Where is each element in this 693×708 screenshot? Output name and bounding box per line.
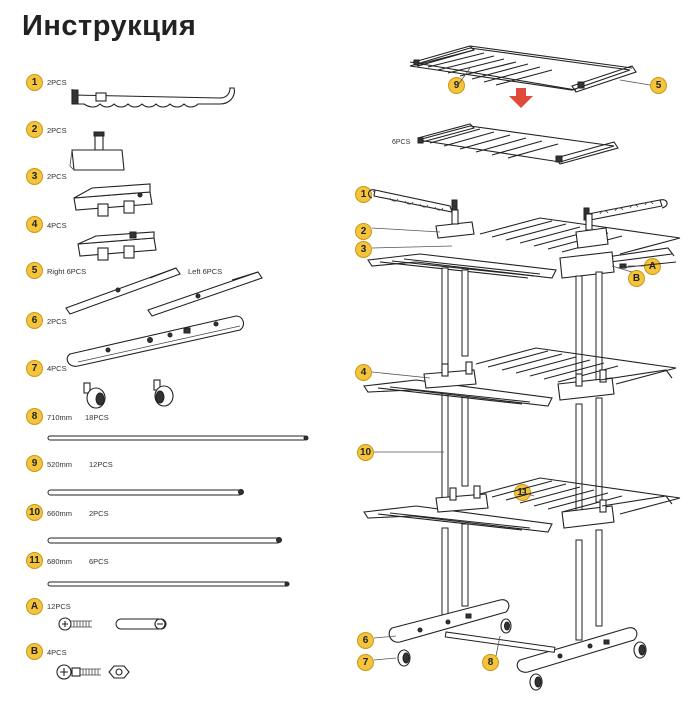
part-badge-3: 3 (26, 168, 43, 185)
page-title: Инструкция (22, 10, 197, 42)
part-10-rod (47, 537, 282, 544)
part-3-clamp-bracket (73, 183, 153, 217)
part-badge-9: 9 (26, 455, 43, 472)
part-qty-B: 4PCS (47, 648, 67, 657)
callout-6: 6 (357, 632, 374, 649)
part-length-10: 660mm (47, 509, 73, 518)
part-2-knob-block (69, 131, 125, 171)
middle-tier (363, 347, 677, 407)
part-length-8: 710mm (47, 413, 73, 422)
part-5-right-arm (65, 267, 181, 315)
part-qty-A: 12PCS (47, 602, 71, 611)
part-badge-6: 6 (26, 312, 43, 329)
part-7-caster-wheels (83, 379, 174, 409)
vertical-poles (441, 267, 603, 641)
base-casters (397, 618, 647, 691)
part-A-screw-sleeve (58, 617, 167, 631)
part-11-rod (47, 581, 290, 587)
callout-5: 5 (650, 77, 667, 94)
callout-B: B (628, 270, 645, 287)
part-qty-5-left: Left 6PCS (188, 267, 223, 276)
callout-4: 4 (355, 364, 372, 381)
part-4-mid-bracket (77, 231, 157, 261)
part-length-11: 680mm (47, 557, 73, 566)
callout-2: 2 (355, 223, 372, 240)
part-badge-8: 8 (26, 408, 43, 425)
shelf-piece (416, 123, 619, 165)
part-badge-2: 2 (26, 121, 43, 138)
part-qty-10: 2PCS (89, 509, 109, 518)
part-1-hanger-bar (71, 87, 235, 108)
part-qty-9: 12PCS (89, 460, 113, 469)
part-qty-8: 18PCS (85, 413, 109, 422)
base-frame (373, 599, 638, 673)
shelf-qty-label: 6PCS (392, 139, 411, 146)
part-badge-B: B (26, 643, 43, 660)
top-shelf-frame (409, 45, 651, 93)
part-qty-3: 2PCS (47, 172, 67, 181)
part-badge-1: 1 (26, 74, 43, 91)
part-5-left-arm (147, 271, 263, 317)
top-tier (367, 209, 681, 279)
hanger-bar-left (367, 189, 458, 213)
part-qty-6: 2PCS (47, 317, 67, 326)
down-arrow-icon (509, 88, 533, 108)
part-qty-5-right: Right 6PCS (47, 267, 87, 276)
callout-1: 1 (355, 186, 372, 203)
lower-tier (363, 477, 681, 533)
part-qty-2: 2PCS (47, 126, 67, 135)
part-qty-1: 2PCS (47, 78, 67, 87)
part-badge-4: 4 (26, 216, 43, 233)
part-qty-7: 4PCS (47, 364, 67, 373)
callout-7: 7 (357, 654, 374, 671)
part-8-rod (47, 435, 309, 441)
part-badge-7: 7 (26, 360, 43, 377)
part-badge-11: 11 (26, 552, 43, 569)
part-qty-11: 6PCS (89, 557, 109, 566)
callout-A: A (644, 258, 661, 275)
part-B-bolt-nut (56, 664, 130, 680)
callout-3: 3 (355, 241, 372, 258)
part-badge-5: 5 (26, 262, 43, 279)
callout-9: 10 (357, 444, 374, 461)
part-length-9: 520mm (47, 460, 73, 469)
callout-10: 8 (482, 654, 499, 671)
hanger-bar-right (583, 199, 668, 221)
part-6-base-beam (66, 315, 245, 367)
part-badge-A: A (26, 598, 43, 615)
part-9-rod (47, 489, 244, 496)
part-badge-10: 10 (26, 504, 43, 521)
part-qty-4: 4PCS (47, 221, 67, 230)
